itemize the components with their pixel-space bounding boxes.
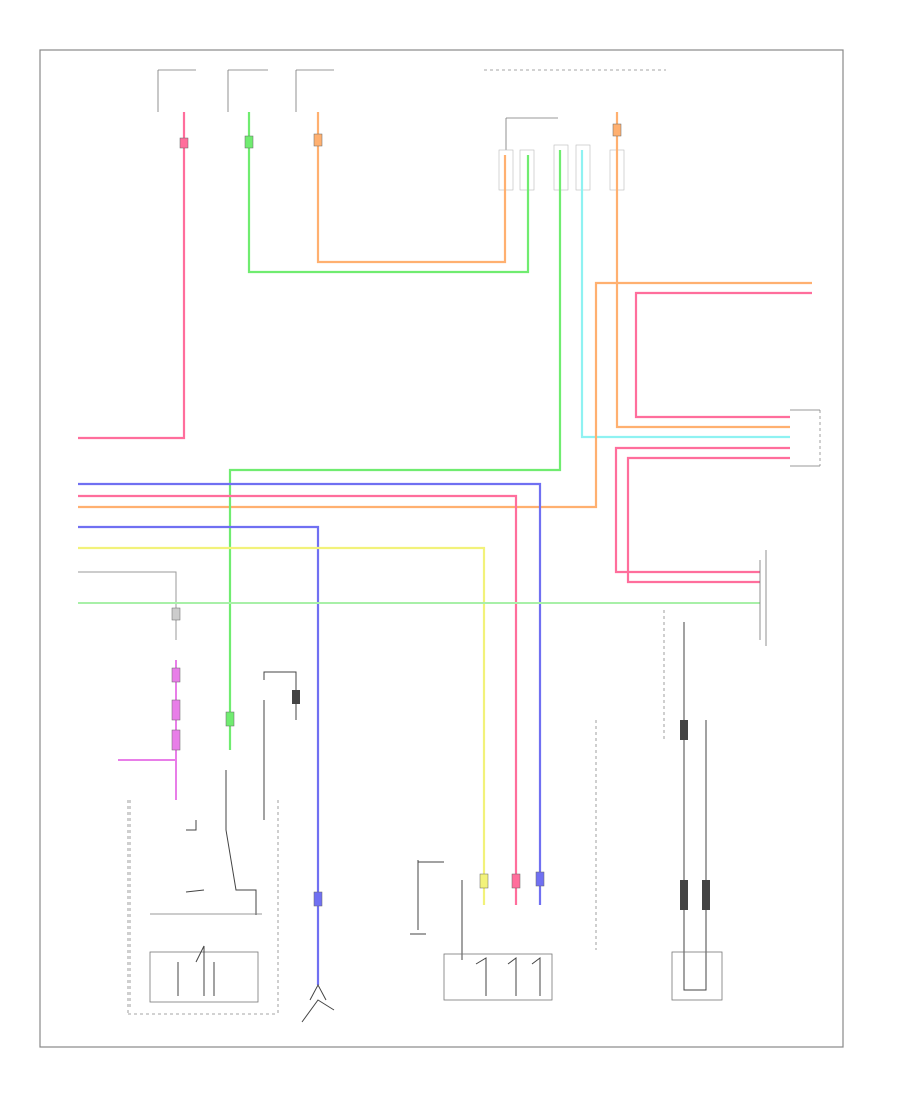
diagram-frame (39, 49, 844, 1048)
top-source-1 (157, 69, 196, 112)
wire-green-b (225, 150, 562, 750)
inline-connector-cluster (498, 117, 625, 191)
wire-pink-c (614, 446, 790, 584)
wire-blue-b (78, 525, 323, 985)
right-module (790, 409, 821, 467)
top-source-3 (295, 69, 334, 112)
wire-orange-b (612, 112, 790, 429)
top-source-2 (227, 69, 268, 112)
wire-green-a (244, 112, 530, 274)
wire-magenta (118, 660, 181, 800)
wire-gray (78, 571, 181, 640)
wire-blue-a (78, 482, 545, 905)
black-leads (225, 622, 710, 985)
ignition-switch (127, 800, 279, 1015)
wire-orange-a (313, 112, 507, 264)
bottom-right-module (759, 550, 767, 646)
wire-pink-b (634, 291, 812, 419)
wire-cyan (580, 150, 790, 439)
wire-pink-a (78, 112, 189, 440)
wire-pink-d (78, 494, 521, 905)
relay-box (671, 951, 723, 1001)
wire-orange-c (78, 281, 812, 509)
bottom-middle-switch (443, 953, 553, 1001)
wire-yellow (78, 546, 489, 905)
shift-lever-switch (301, 983, 335, 1023)
small-connector (410, 861, 444, 935)
dashed-refs (129, 610, 665, 1010)
